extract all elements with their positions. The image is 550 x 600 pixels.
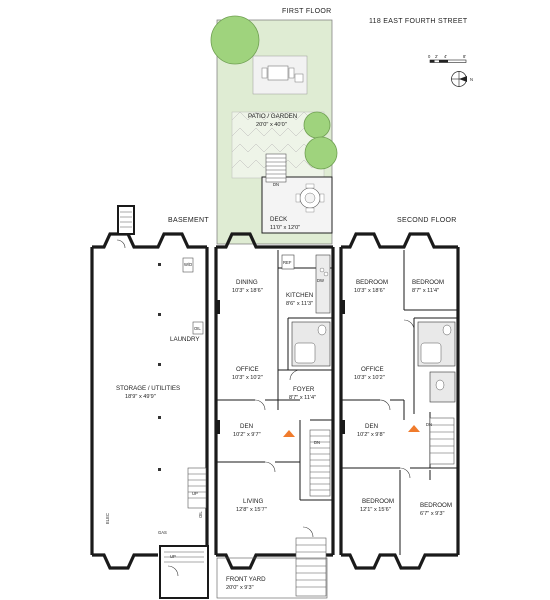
first-floor-title: FIRST FLOOR [282,8,331,15]
bed1-dim: 10'3" x 18'6" [354,288,385,294]
bed2-dim: 8'7" x 11'4" [412,288,439,294]
oil-meter-label: OIL [198,511,203,518]
deck-area [261,176,333,234]
second-stair-down-label: DN [426,422,432,427]
deck-stair-down-label: DN [273,182,279,187]
bed4-label: BEDROOM [420,502,452,509]
deck-label: DECK [270,216,288,223]
tree-icon-large [210,15,260,65]
basement-title: BASEMENT [168,217,209,224]
patio-label: PATIO / GARDEN [248,113,297,120]
dw-label: DW [317,278,324,283]
stair-accent-icon [283,430,295,437]
storage-dim: 18'9" x 49'9" [125,394,156,400]
foyer-dim: 8'7" x 11'4" [289,395,316,401]
kitchen-label: KITCHEN [286,292,313,299]
second-floor-plan [339,232,460,570]
foyer-stair-down-label: DN [314,440,320,445]
tree-icon-small [303,111,331,139]
bed1-label: BEDROOM [356,279,388,286]
tree-icon-medium [304,136,338,170]
kitchen-dim: 8'6" x 11'3" [286,301,313,307]
second-floor-title: SECOND FLOOR [397,217,457,224]
office1-dim: 10'3" x 10'2" [232,375,263,381]
office2-label: OFFICE [361,366,384,373]
wd-label: W/D [184,262,192,267]
scale-tick-4: 4' [444,54,447,59]
office2-dim: 10'3" x 10'2" [354,375,385,381]
scale-bar: 0 2' 4' 8' [428,54,466,63]
foyer-label: FOYER [293,386,315,393]
basement-stair-up-label: UP [192,491,198,496]
address-title: 118 EAST FOURTH STREET [369,18,468,25]
ref-label: REF [283,260,292,265]
scale-tick-8: 8' [463,54,466,59]
office1-label: OFFICE [236,366,259,373]
garden-table-icon [252,55,308,95]
front-yard-dim: 20'0" x 9'3" [226,585,254,591]
front-stair-up-label: UP [170,554,176,559]
laundry-label: LAUNDRY [170,336,199,343]
front-yard-label: FRONT YARD [226,576,266,583]
living-dim: 12'8" x 15'7" [236,507,267,513]
dining-dim: 10'3" x 18'6" [232,288,263,294]
front-yard-area [216,557,328,599]
deck-table-icon [295,183,325,213]
oil-label: OIL [194,326,201,331]
gas-label: GAS [158,530,167,535]
bed2-label: BEDROOM [412,279,444,286]
compass-north-label: N [470,77,473,82]
north-compass-icon: N [451,71,473,87]
deck-stairs [265,153,287,183]
den2-dim: 10'2" x 9'8" [357,432,385,438]
elec-label: ELEC [105,513,110,524]
scale-tick-2: 2' [435,54,438,59]
den1-dim: 10'2" x 9'7" [233,432,261,438]
bed4-dim: 6'7" x 9'3" [420,511,444,517]
bed3-dim: 12'1" x 15'6" [360,507,391,513]
patio-dim: 20'0" x 40'0" [256,122,287,128]
den2-label: DEN [365,423,378,430]
deck-dim: 11'0" x 12'0" [270,225,300,231]
storage-label: STORAGE / UTILITIES [116,385,180,392]
front-stoop [295,526,327,597]
den1-label: DEN [240,423,253,430]
living-label: LIVING [243,498,263,505]
first-floor-plan [214,232,335,570]
dining-label: DINING [236,279,258,286]
bed3-label: BEDROOM [362,498,394,505]
scale-tick-0: 0 [428,54,431,59]
basement-plan [90,205,209,599]
